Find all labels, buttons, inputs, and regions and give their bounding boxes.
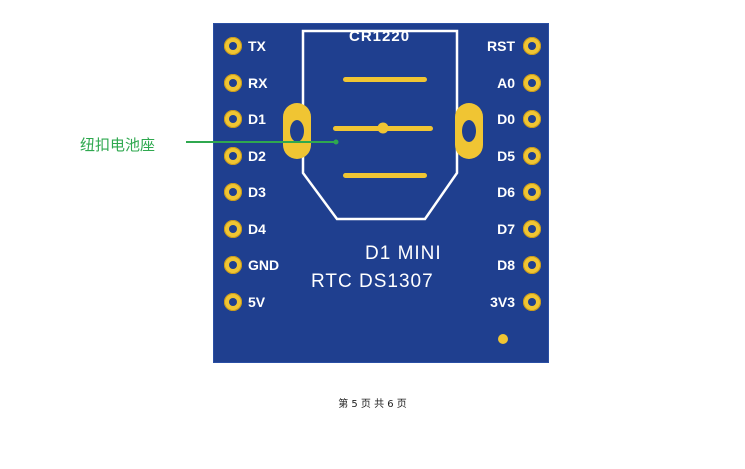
pin-pad-left: [224, 183, 242, 201]
pin-label-right: D7: [497, 220, 515, 237]
pin-pad-left: [224, 37, 242, 55]
pin-pad-left: [224, 110, 242, 128]
battery-model-label: CR1220: [349, 28, 411, 45]
battery-contact-bottom: [343, 173, 427, 178]
pin-pad-right: [523, 146, 541, 165]
pin-label-left: D4: [248, 220, 266, 237]
pin-pad-right: [523, 219, 541, 238]
pin-pad-left: [224, 219, 242, 238]
pin-pad-right: [523, 256, 541, 274]
board-chip-label: RTC DS1307: [311, 271, 434, 292]
pin-pad-right: [523, 110, 541, 128]
page-footer: 第 5 页 共 6 页: [338, 399, 407, 410]
pin-pad-left: [224, 256, 242, 274]
pin-label-left: D1: [248, 111, 266, 127]
pin-label-right: D0: [497, 111, 515, 127]
pin-label-right: D8: [497, 257, 515, 273]
battery-holder-annotation-label: 纽扣电池座: [80, 136, 156, 154]
battery-holder-outline: [301, 29, 459, 221]
pin-label-right: D5: [497, 147, 515, 164]
battery-contact-center: [377, 122, 389, 134]
pin-pad-left: [224, 73, 242, 92]
battery-pad-right-hole: [462, 120, 476, 142]
pin-label-right: D6: [497, 184, 515, 200]
pin-pad-right: [523, 37, 541, 55]
pin-label-right: A0: [497, 74, 515, 91]
pin-label-right: RST: [487, 38, 515, 54]
pin-label-left: TX: [248, 38, 266, 54]
battery-contact-top: [343, 77, 427, 82]
pin-pad-left: [224, 146, 242, 165]
pin-pad-right: [523, 292, 541, 311]
pin-label-left: GND: [248, 257, 280, 273]
pin-pad-left: [224, 292, 242, 311]
pin-pad-right: [523, 183, 541, 201]
board-artwork: [283, 29, 508, 344]
pin-label-left: 5V: [248, 293, 266, 310]
pin-label-left: RX: [248, 74, 268, 91]
battery-pad-left-hole: [290, 120, 304, 142]
pin-label-left: D2: [248, 147, 266, 164]
board-name-label: D1 MINI: [365, 243, 442, 264]
pin-pad-right: [523, 73, 541, 92]
pin-label-right: 3V3: [490, 293, 515, 310]
pin-label-left: D3: [248, 184, 266, 200]
fiducial-dot: [498, 334, 508, 344]
